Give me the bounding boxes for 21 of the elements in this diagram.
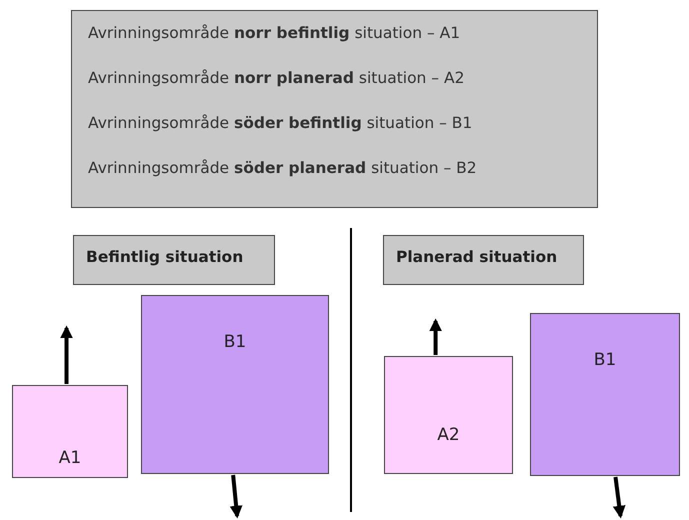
heading-text: Befintlig situation	[86, 248, 244, 266]
area-label: A2	[436, 425, 461, 445]
description-line: Avrinningsområde söder befintlig situation – B1	[88, 114, 472, 132]
heading-box	[73, 235, 275, 285]
area-label: A1	[58, 448, 82, 468]
area-label: B1	[592, 350, 618, 370]
arrow	[429, 318, 442, 355]
arrow	[230, 474, 242, 519]
description-line: Avrinningsområde norr planerad situation – A2	[88, 69, 464, 87]
catchment-area-box	[12, 385, 128, 478]
catchment-area-box	[141, 295, 329, 474]
catchment-area-box	[384, 356, 513, 474]
catchment-area-box	[530, 313, 680, 476]
area-label: B1	[222, 332, 248, 352]
description-line: Avrinningsområde söder planerad situation – B2	[88, 159, 477, 177]
heading-box	[383, 235, 584, 285]
info-panel	[71, 10, 598, 208]
description-line: Avrinningsområde norr befintlig situation – A1	[88, 24, 460, 42]
arrow	[612, 476, 626, 519]
heading-text: Planerad situation	[396, 248, 558, 266]
arrow	[60, 325, 73, 384]
